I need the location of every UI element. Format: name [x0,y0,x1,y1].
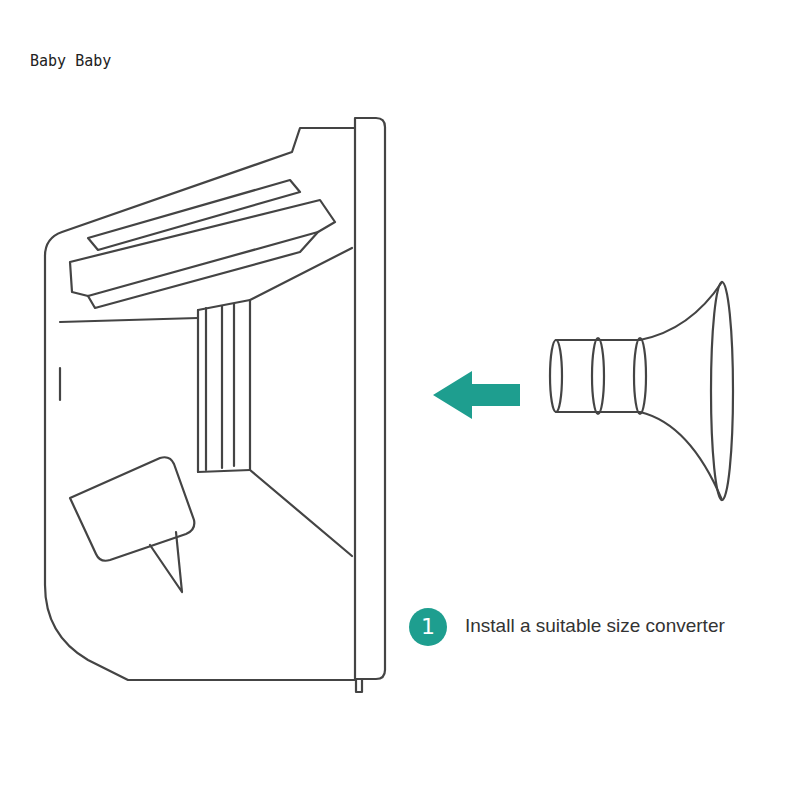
callout-number: 1 [421,616,435,638]
valve-tip [150,532,182,592]
funnel [250,248,352,556]
direction-arrow [433,371,520,419]
badge-fill [409,608,447,646]
lid-plate [88,180,300,250]
lid-plate [70,200,335,296]
mark [59,368,61,400]
chamber-line [60,318,198,322]
neck [198,300,250,472]
flange-plate [355,118,385,679]
watermark: Baby Baby [30,52,111,70]
lid-base [88,232,318,308]
plate-stub [356,679,362,692]
neck [198,300,250,472]
step-instruction: Install a suitable size converter [465,615,725,637]
valve [70,457,194,561]
step-badge: 1 [409,608,447,646]
converter [550,282,733,500]
pump-body [45,128,355,680]
